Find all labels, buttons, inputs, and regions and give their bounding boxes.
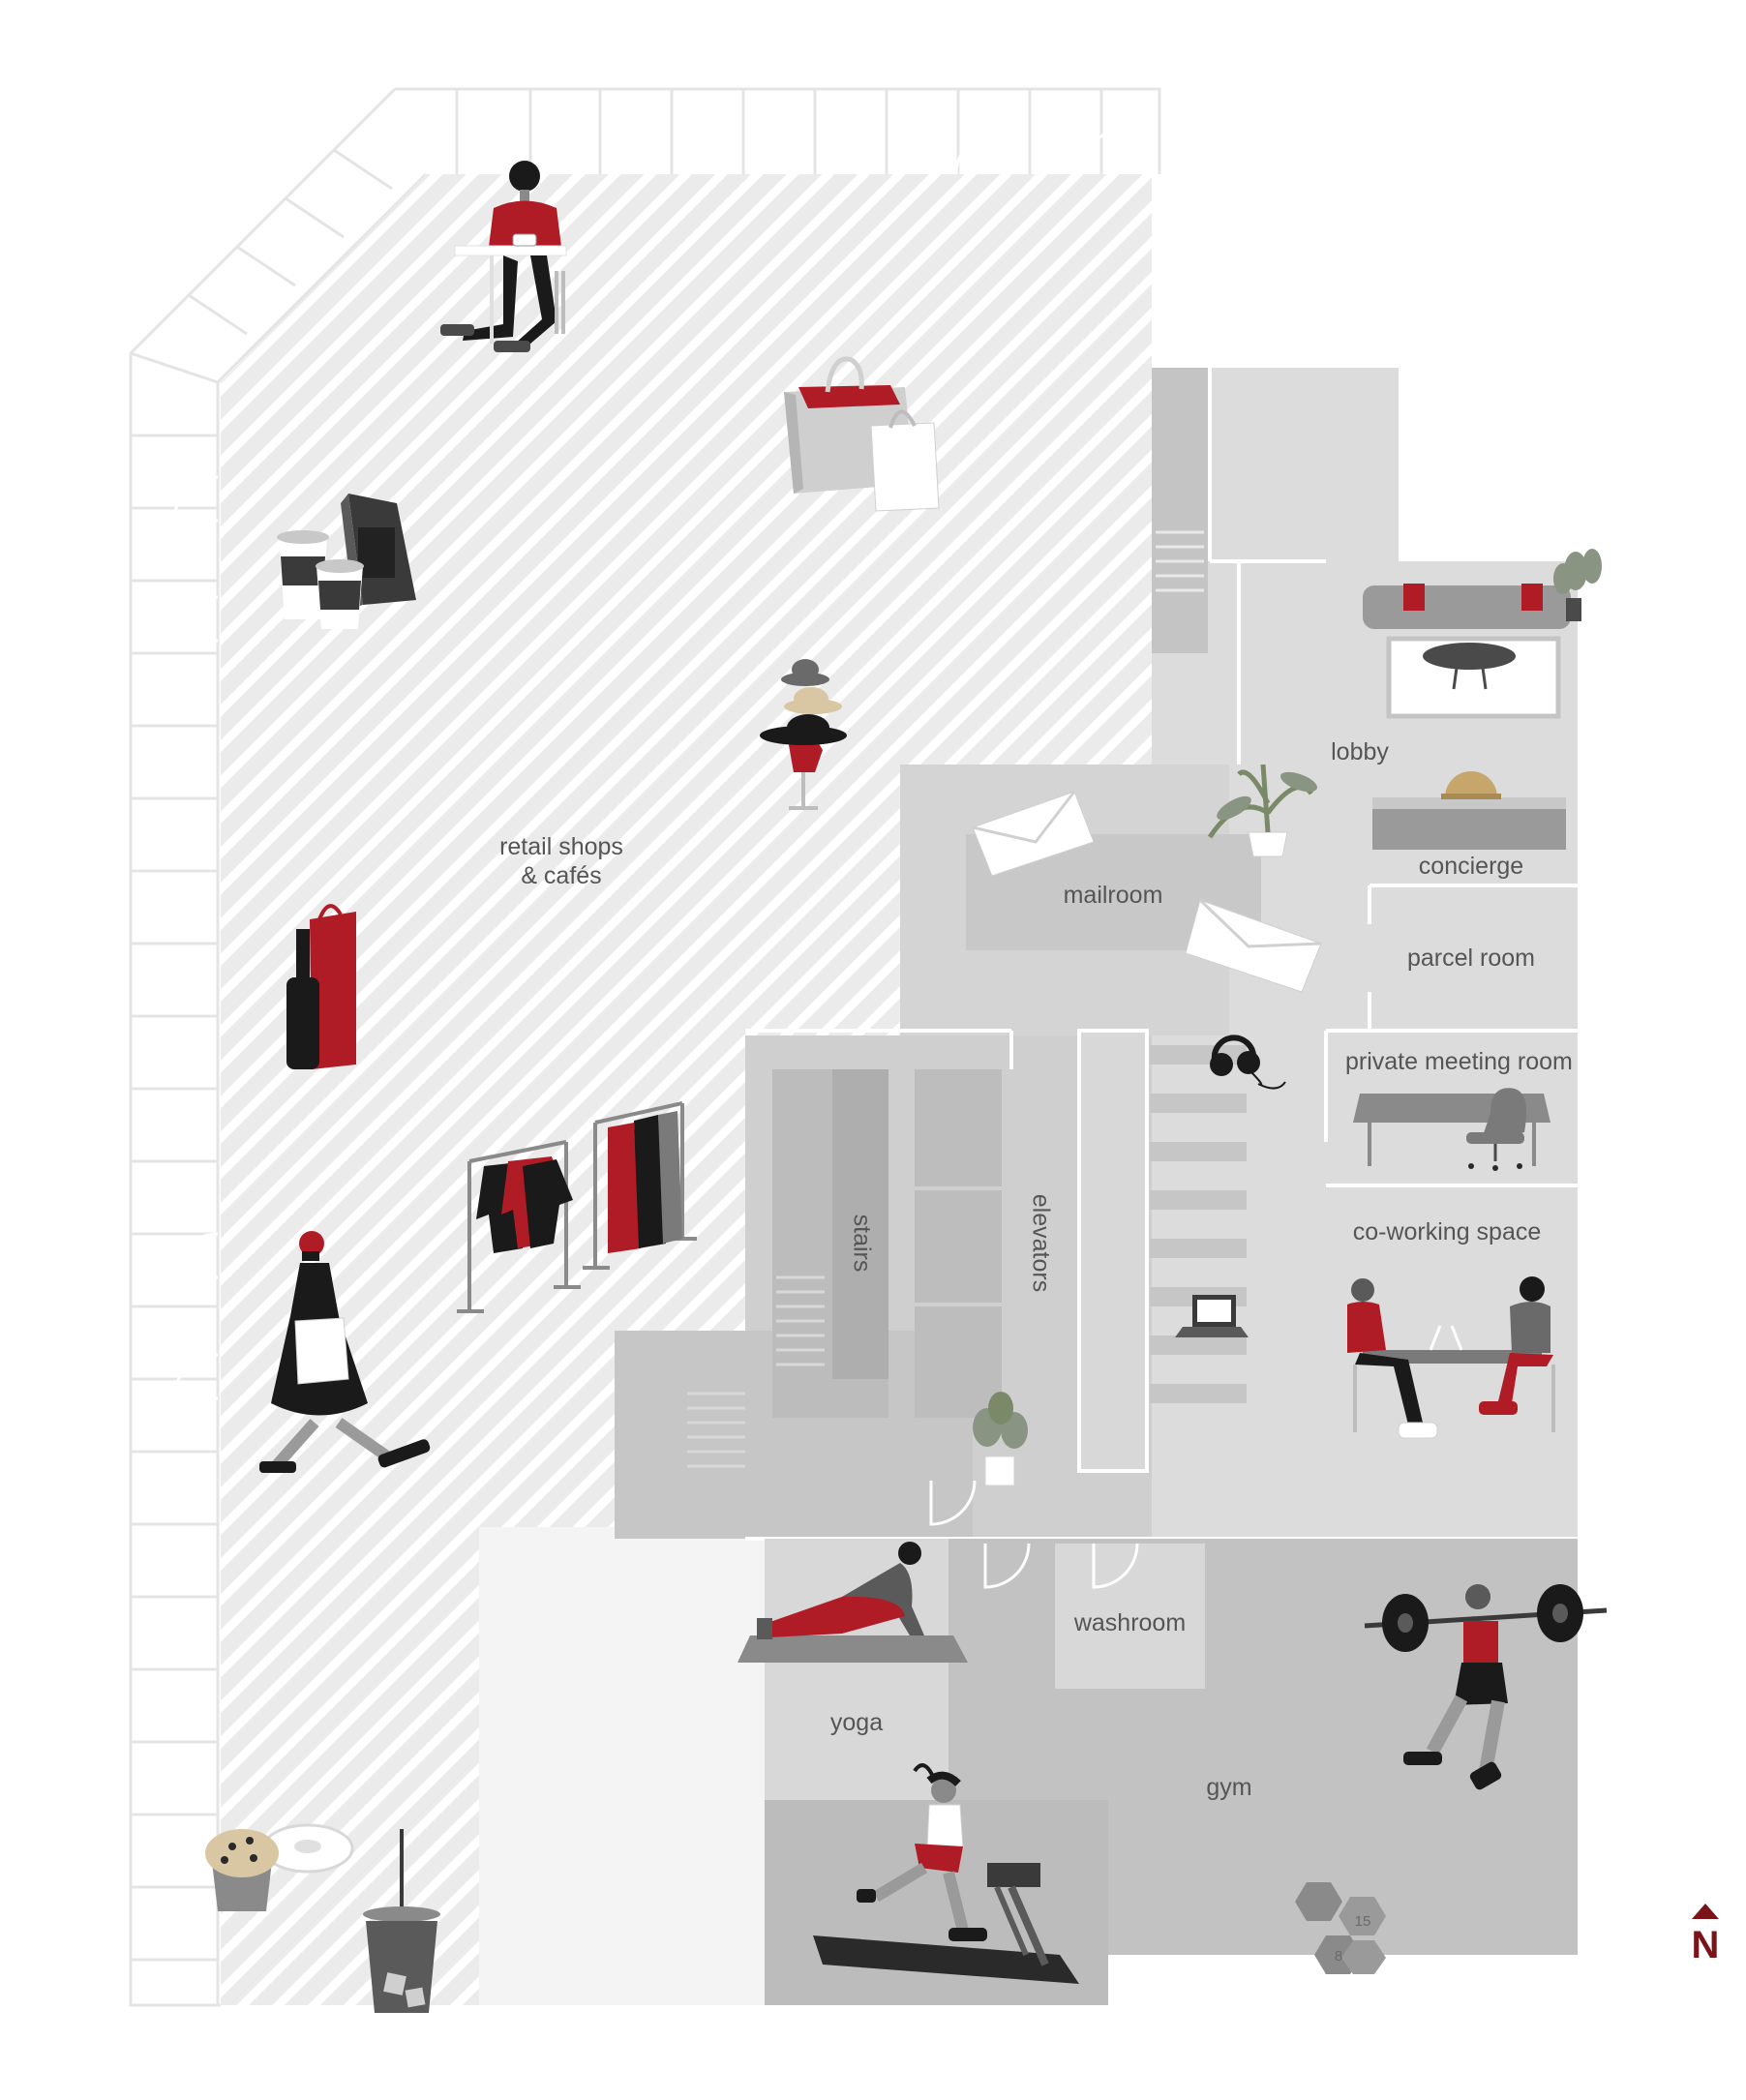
iced-drink-icon [363,1829,440,2013]
east-corridor [1077,1029,1149,1473]
clothing-rack-icon [457,1101,697,1313]
concierge-label: concierge [1418,853,1524,880]
elevators-label: elevators [1027,1193,1055,1293]
lobby-sofa-icon [1363,584,1571,719]
meeting-table-icon [1353,1088,1550,1171]
mailroom-label: mailroom [1063,882,1163,909]
retail-label: retail shops & cafés [499,833,623,889]
gym-label: gym [1206,1774,1252,1801]
open-area [479,1527,765,2005]
north-stair-steps [1156,530,1204,592]
stair-steps [687,1275,825,1468]
north-label: N [1691,1924,1720,1966]
plant-icon [1553,549,1602,621]
private-meeting-room-label: private meeting room [1345,1048,1573,1075]
envelope-icon [972,791,1095,877]
dumbbell-weights-icon [1295,1882,1386,1974]
wine-bag-icon [286,904,356,1069]
corridor-steps [1150,1045,1247,1403]
shopping-bags-icon [784,356,940,512]
yoga-floor [765,1539,948,1800]
window-frame [129,87,1161,2007]
stairs-label: stairs [848,1214,876,1273]
headphones-icon [1210,1035,1286,1090]
concierge-desk-icon [1372,771,1566,850]
window-mullions [131,89,1103,1962]
parcel-room-label: parcel room [1407,945,1535,972]
co-working-space-label: co-working space [1352,1218,1542,1245]
hat-stand-icon [760,659,847,810]
envelope-icon [1185,898,1322,993]
plant-icon [973,1392,1028,1486]
laptop-icon [1175,1295,1249,1337]
elevator-shaft [915,1069,1002,1418]
treadmill-runner-icon [813,1763,1079,1984]
weight-label: 15 [1355,1913,1371,1930]
coworking-people-icon [1347,1276,1555,1439]
door-swings [172,129,1623,1589]
cafe-person-icon [440,161,567,352]
barbell-lifter-icon [1364,1584,1608,1790]
yoga-label: yoga [829,1709,884,1736]
stairs-rail [832,1069,888,1379]
plant-icon [1207,764,1317,857]
north-room [1210,368,1399,561]
retail-floor [221,174,1152,2005]
lobby-label: lobby [1331,738,1389,765]
north-stair [1152,368,1208,653]
north-compass: N [1688,1902,1723,1965]
walking-shopper-icon [259,1231,431,1473]
weight-label: 8 [1335,1948,1342,1965]
coffee-cups-icon [277,494,416,629]
washroom-label: washroom [1073,1609,1187,1636]
yoga-person-icon [738,1542,968,1663]
north-arrow-icon [1692,1904,1719,1919]
muffin-donut-icon [205,1823,354,1911]
